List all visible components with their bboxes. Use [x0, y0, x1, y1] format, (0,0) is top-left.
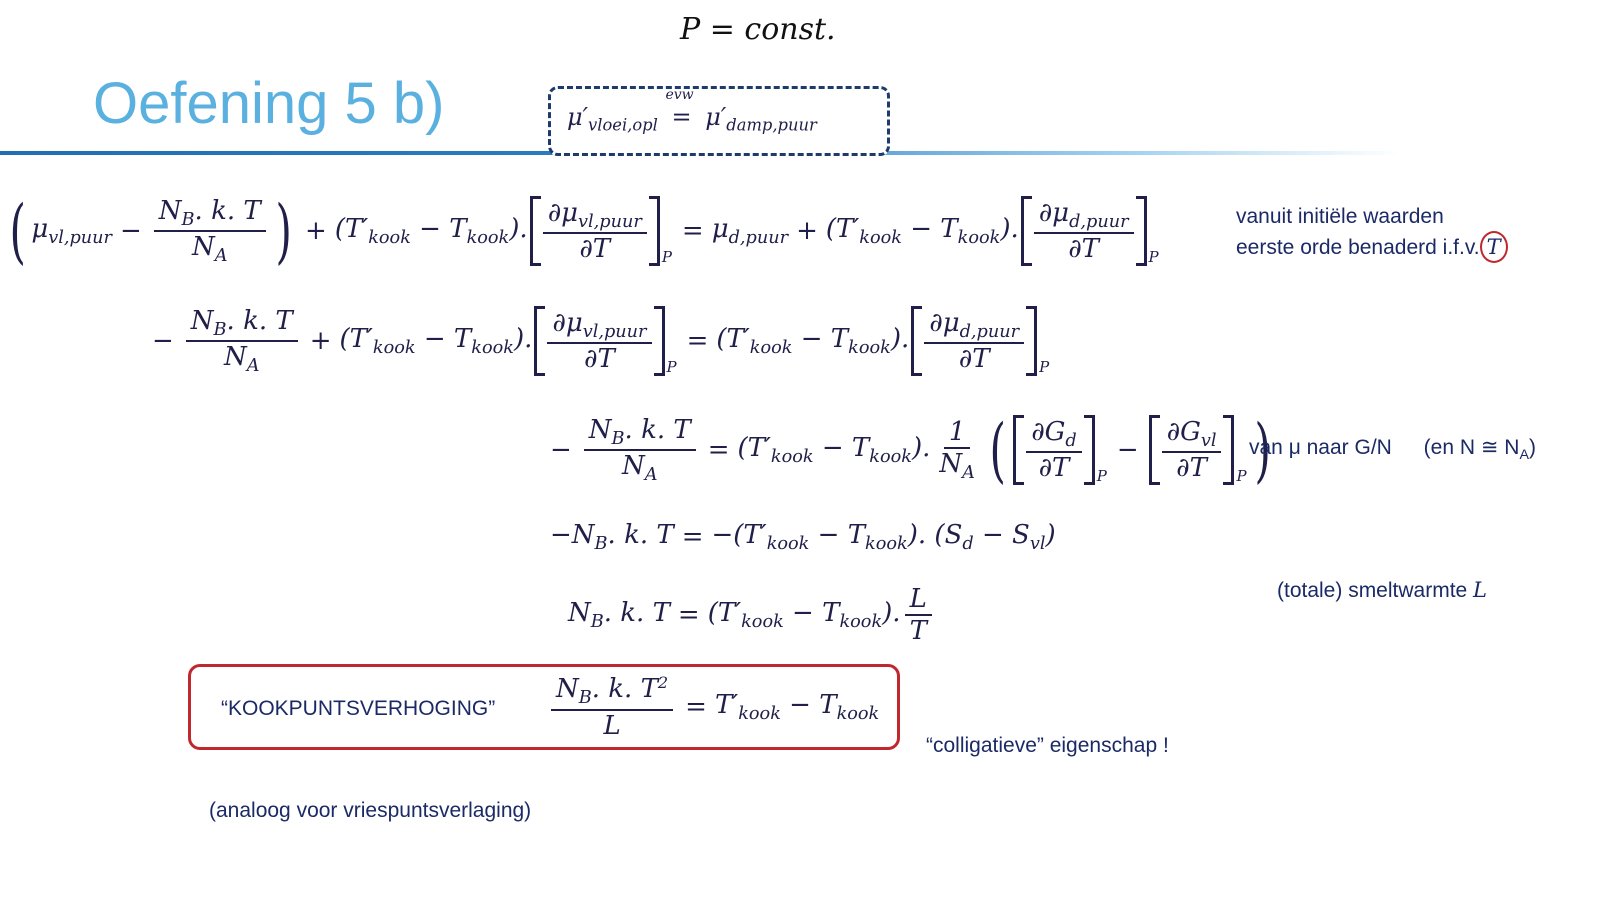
condition-relation-over: evw — [665, 87, 694, 103]
header-equation: P = const. — [680, 12, 836, 47]
note-latent-heat-var: L — [1473, 578, 1487, 602]
condition-lhs: μ′ — [567, 103, 589, 131]
note-latent-heat: (totale) smeltwarmte L — [1277, 578, 1487, 603]
equation-line-4: −NB. k. T = −(T′kook − Tkook). (Sd − Svl… — [550, 520, 1056, 555]
condition-rhs: μ′ — [705, 103, 727, 131]
note-initial-line-1: vanuit initiële waarden — [1236, 205, 1444, 228]
note-initial-line-2: eerste orde benaderd i.f.v. — [1236, 236, 1480, 259]
condition-relation: evw= — [665, 87, 693, 131]
equilibrium-condition: μ′vloei,opl evw= μ′damp,puur — [567, 87, 817, 135]
equilibrium-condition-box: μ′vloei,opl evw= μ′damp,puur — [548, 86, 890, 156]
note-analog: (analoog voor vriespuntsverlaging) — [209, 799, 532, 822]
note-mu-to-g: van μ naar G/N (en N ≅ NA) — [1249, 435, 1536, 463]
note-mu-to-g-paren-close: ) — [1528, 436, 1536, 459]
note-latent-heat-text: (totale) smeltwarmte — [1277, 579, 1474, 602]
note-mu-to-g-paren-text: (en N ≅ N — [1423, 436, 1520, 459]
note-mu-to-g-paren: (en N ≅ NA) — [1423, 436, 1536, 463]
result-label: “KOOKPUNTSVERHOGING” — [221, 697, 496, 720]
circled-variable: T — [1479, 231, 1508, 263]
note-mu-to-g-paren-sub: A — [1519, 446, 1529, 463]
note-initial-values: vanuit initiële waarden eerste orde bena… — [1236, 203, 1508, 263]
condition-rhs-sub: damp,puur — [726, 115, 817, 135]
note-colligative: “colligatieve” eigenschap ! — [926, 734, 1169, 757]
slide-title: Oefening 5 b) — [93, 71, 445, 136]
condition-lhs-sub: vloei,opl — [588, 115, 658, 135]
condition-relation-sign: = — [671, 103, 692, 131]
note-mu-to-g-text: van μ naar G/N — [1249, 436, 1392, 459]
